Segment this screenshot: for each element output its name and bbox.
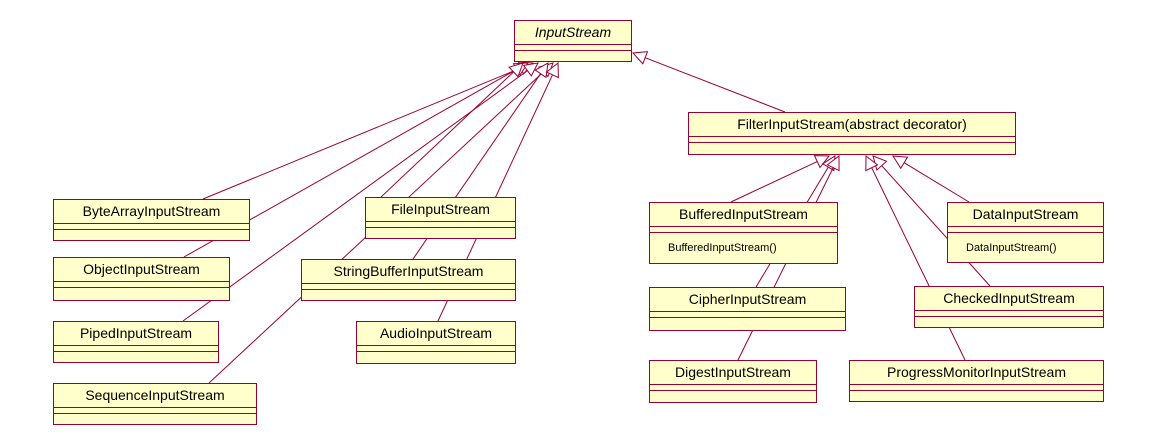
class-name: ObjectInputStream — [54, 258, 229, 282]
generalization-arrowhead — [813, 155, 831, 169]
class-checkedinputstream[interactable]: CheckedInputStream — [914, 286, 1104, 328]
class-sequenceinputstream[interactable]: SequenceInputStream — [53, 383, 257, 425]
edge-line — [730, 161, 818, 203]
class-filterinputstream[interactable]: FilterInputStream(abstract decorator) — [688, 112, 1016, 155]
attributes-compartment — [650, 312, 845, 318]
edge-filter-to-inputstream — [631, 51, 786, 113]
class-stringbufferinputstream[interactable]: StringBufferInputStream — [301, 259, 516, 301]
class-name: PipedInputStream — [54, 322, 218, 346]
edge-line — [903, 162, 970, 203]
edge-line — [871, 167, 966, 361]
generalization-arrowhead — [522, 62, 539, 77]
attributes-compartment — [54, 224, 249, 230]
generalization-arrowhead — [892, 155, 909, 170]
class-name: StringBufferInputStream — [302, 260, 515, 284]
class-cipherinputstream[interactable]: CipherInputStream — [649, 287, 846, 331]
operations-compartment: BufferedInputStream() — [668, 242, 777, 254]
class-audioinputstream[interactable]: AudioInputStream — [356, 321, 516, 364]
class-pipedinputstream[interactable]: PipedInputStream — [53, 321, 219, 363]
attributes-compartment — [650, 227, 837, 233]
generalization-arrowhead — [826, 154, 840, 172]
class-name: BufferedInputStream — [650, 203, 837, 227]
edge-line — [380, 71, 514, 198]
class-name: CheckedInputStream — [915, 287, 1103, 311]
attributes-compartment — [357, 346, 515, 352]
class-name: ByteArrayInputStream — [54, 200, 249, 224]
class-inputstream[interactable]: InputStream — [514, 20, 632, 62]
class-bufferedinputstream[interactable]: BufferedInputStream BufferedInputStream(… — [649, 202, 838, 264]
attributes-compartment — [54, 408, 256, 414]
class-name: FilterInputStream(abstract decorator) — [689, 113, 1015, 137]
attributes-compartment — [650, 385, 816, 391]
attributes-compartment — [948, 227, 1103, 233]
class-name: AudioInputStream — [357, 322, 515, 346]
class-digestinputstream[interactable]: DigestInputStream — [649, 360, 817, 403]
class-name: ProgressMonitorInputStream — [850, 361, 1103, 385]
class-bytearrayinputstream[interactable]: ByteArrayInputStream — [53, 199, 250, 241]
class-objectinputstream[interactable]: ObjectInputStream — [53, 257, 230, 301]
class-progressmonitorinputstream[interactable]: ProgressMonitorInputStream — [849, 360, 1104, 402]
class-name: SequenceInputStream — [54, 384, 256, 408]
class-fileinputstream[interactable]: FileInputStream — [365, 197, 516, 239]
class-name: DataInputStream — [948, 203, 1103, 227]
edge-bytearray-to-inputstream — [202, 61, 535, 200]
attributes-compartment — [54, 346, 218, 352]
class-name: FileInputStream — [366, 198, 515, 222]
edge-file-to-inputstream — [380, 62, 524, 198]
attributes-compartment — [515, 45, 631, 51]
edge-data-to-filter — [892, 155, 970, 203]
class-datainputstream[interactable]: DataInputStream DataInputStream() — [947, 202, 1104, 263]
attributes-compartment — [302, 284, 515, 290]
attributes-compartment — [689, 137, 1015, 143]
generalization-arrowhead — [534, 62, 549, 79]
attributes-compartment — [915, 311, 1103, 317]
generalization-arrowhead — [508, 62, 524, 78]
class-name: CipherInputStream — [650, 288, 845, 312]
edge-buffered-to-filter — [730, 155, 831, 203]
edge-line — [644, 57, 786, 113]
attributes-compartment — [54, 282, 229, 288]
class-name: DigestInputStream — [650, 361, 816, 385]
attributes-compartment — [850, 385, 1103, 391]
attributes-compartment — [366, 222, 515, 228]
edge-line — [202, 67, 522, 200]
generalization-arrowhead — [545, 61, 559, 79]
class-name: InputStream — [515, 21, 631, 45]
generalization-arrowhead — [865, 154, 879, 172]
operations-compartment: DataInputStream() — [966, 242, 1057, 254]
edge-line — [881, 165, 991, 287]
generalization-arrowhead — [631, 51, 649, 65]
